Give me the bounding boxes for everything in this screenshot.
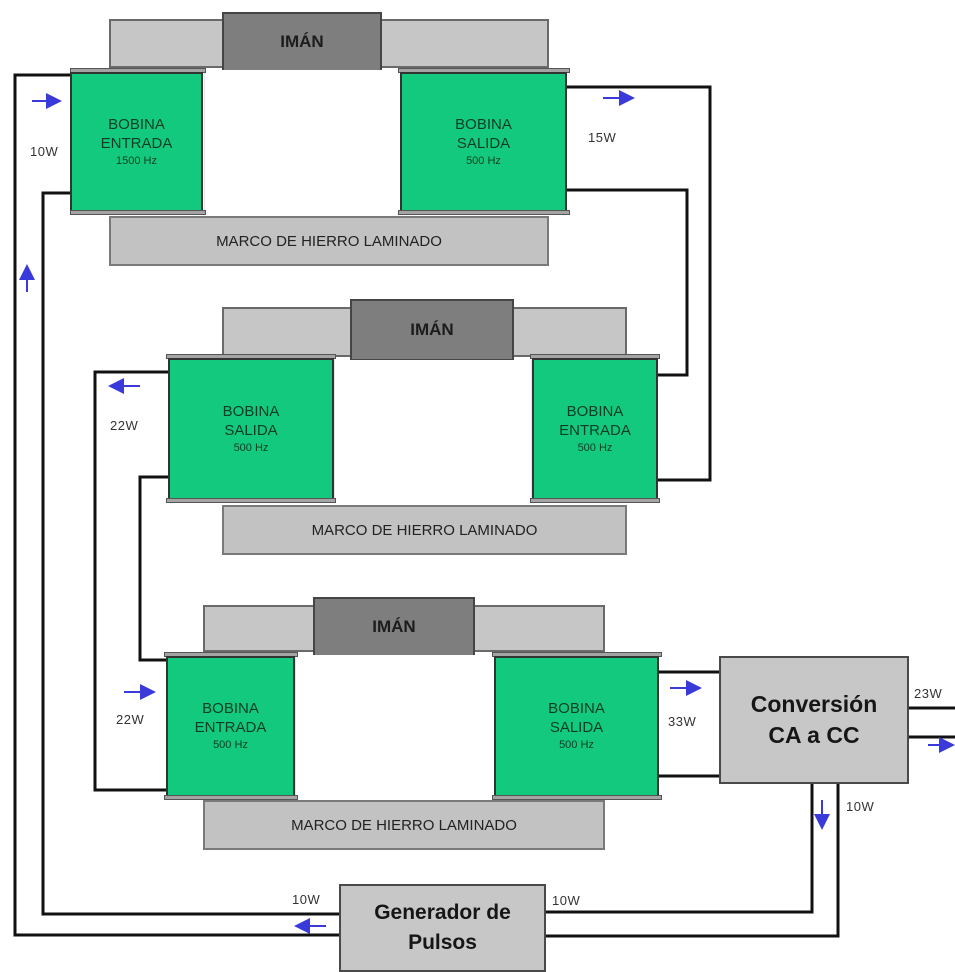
coil-type: ENTRADA	[194, 719, 267, 736]
coil-plate	[166, 498, 336, 503]
magnet-1: IMÁN	[222, 12, 382, 72]
power-label-feedback: 10W	[846, 799, 875, 814]
coil-output-1: BOBINA SALIDA 500 Hz	[400, 72, 567, 212]
frame-gap-3	[295, 655, 495, 797]
power-label-middle-left: 22W	[110, 418, 139, 433]
frame-label-2: MARCO DE HIERRO LAMINADO	[222, 505, 627, 555]
power-label-output-top: 15W	[588, 130, 617, 145]
coil-frequency: 500 Hz	[213, 739, 248, 751]
conversion-title: Conversión	[750, 691, 878, 717]
coil-type: ENTRADA	[559, 421, 631, 439]
generator-title: Generador de	[374, 901, 511, 924]
pulse-generator-box: Generador de Pulsos	[339, 884, 546, 972]
coil-frequency: 500 Hz	[559, 739, 594, 751]
coil-input-1: BOBINA ENTRADA 1500 Hz	[70, 72, 203, 212]
power-label-output-net: 23W	[914, 686, 943, 701]
magnet-2: IMÁN	[350, 299, 514, 361]
coil-label: BOBINA	[202, 700, 259, 717]
wire-b1-to-b2-top	[567, 85, 712, 482]
power-label-bottom-left: 22W	[116, 712, 145, 727]
coil-plate	[164, 795, 298, 800]
power-label-gen-left: 10W	[292, 892, 321, 907]
coil-type: SALIDA	[224, 421, 278, 439]
coil-label: BOBINA	[222, 402, 280, 420]
coil-label: BOBINA	[108, 115, 165, 133]
power-label-gen-right: 10W	[552, 893, 581, 908]
coil-input-3: BOBINA ENTRADA 500 Hz	[166, 656, 295, 797]
coil-plate	[530, 498, 660, 503]
frame-label-1: MARCO DE HIERRO LAMINADO	[109, 216, 549, 266]
coil-output-2: BOBINA SALIDA 500 Hz	[168, 358, 334, 500]
frame-gap-2	[334, 360, 532, 500]
wire-b1-to-b2-bottom	[567, 188, 689, 377]
coil-frequency: 1500 Hz	[116, 154, 157, 167]
conversion-subtitle: CA a CC	[768, 722, 860, 748]
generator-subtitle: Pulsos	[408, 931, 477, 954]
coil-frequency: 500 Hz	[233, 441, 269, 454]
power-label-bottom-right: 33W	[668, 714, 697, 729]
wire-gen-inner-left	[41, 191, 340, 916]
coil-type: SALIDA	[549, 719, 604, 736]
wire-b2-to-b3-outer	[93, 370, 168, 792]
wire-b2-to-b3-inner	[138, 475, 168, 662]
magnet-3: IMÁN	[313, 597, 475, 657]
coil-label: BOBINA	[548, 700, 605, 717]
coil-type: ENTRADA	[100, 134, 173, 152]
coil-type: SALIDA	[456, 134, 511, 152]
frame-label-3: MARCO DE HIERRO LAMINADO	[203, 800, 605, 850]
coil-plate	[492, 795, 662, 800]
coil-plate	[398, 210, 570, 215]
wire-conv-to-gen-outer	[545, 783, 840, 938]
coil-input-2: BOBINA ENTRADA 500 Hz	[532, 358, 658, 500]
coil-frequency: 500 Hz	[577, 441, 613, 454]
coil-output-3: BOBINA SALIDA 500 Hz	[494, 656, 659, 797]
wire-gen-outer-left	[13, 73, 340, 937]
wire-conv-to-gen-inner	[545, 783, 814, 914]
coil-label: BOBINA	[566, 402, 624, 420]
frame-gap-1	[204, 70, 402, 212]
power-label-input-top: 10W	[30, 144, 59, 159]
coil-label: BOBINA	[455, 115, 512, 133]
coil-frequency: 500 Hz	[466, 154, 501, 167]
conversion-box: Conversión CA a CC	[719, 656, 909, 784]
coil-plate	[70, 210, 206, 215]
